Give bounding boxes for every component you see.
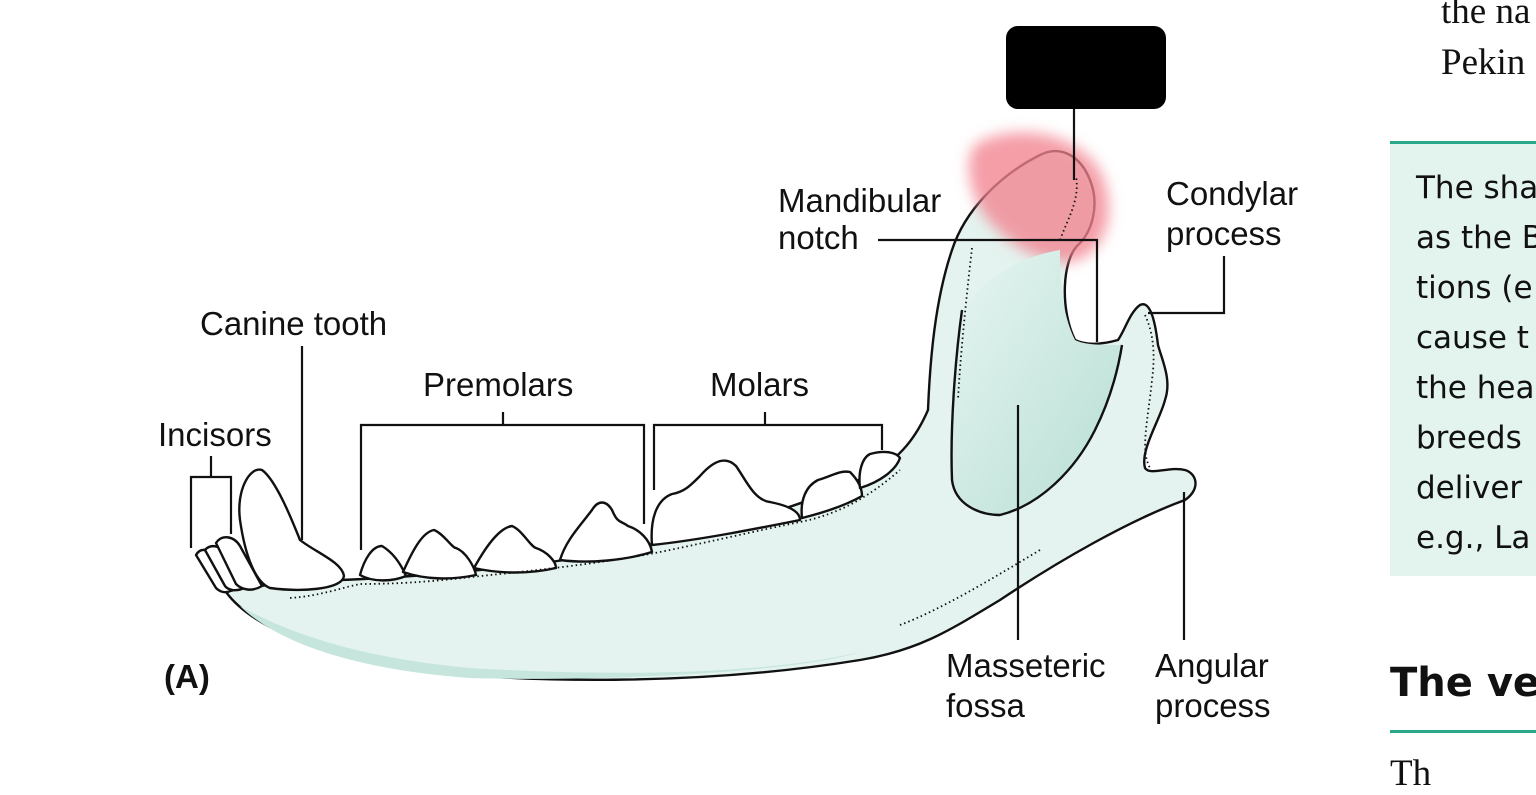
premolar-1 <box>358 544 408 582</box>
incisors-label: Incisors <box>158 416 272 453</box>
ventral-shade <box>240 606 860 679</box>
panel-label: (A) <box>164 658 210 695</box>
angular-process-label-line2: process <box>1155 687 1271 724</box>
redaction-box <box>1006 26 1166 109</box>
molars-label: Molars <box>710 366 809 403</box>
section-rule <box>1390 730 1536 733</box>
premolars-label: Premolars <box>423 366 573 403</box>
molar-2 <box>800 470 864 520</box>
note-line: deliver <box>1416 470 1523 506</box>
note-box: The sha as the B tions (e cause t the he… <box>1390 141 1536 576</box>
masseteric-fossa-label-line2: fossa <box>946 687 1026 724</box>
dotted-condyle <box>1144 314 1155 469</box>
canine-tooth-label: Canine tooth <box>200 305 387 342</box>
molar-3 <box>858 450 902 490</box>
body-text-line: the na <box>1441 0 1531 32</box>
fossa-edge <box>950 309 1124 517</box>
note-line: cause t <box>1416 320 1529 356</box>
note-line: as the B <box>1416 220 1536 256</box>
incisor-3 <box>214 536 264 591</box>
note-line: The sha <box>1416 170 1536 206</box>
angular-process-label-line1: Angular <box>1155 647 1269 684</box>
condylar-process-label-line2: process <box>1166 215 1282 252</box>
mandibular-notch-label-line2: notch <box>778 219 859 256</box>
mandibular-notch-leader <box>878 238 1099 342</box>
premolar-4 <box>558 501 654 563</box>
note-line: e.g., La <box>1416 520 1531 556</box>
masseteric-fossa-shade <box>951 250 1122 515</box>
premolar-3 <box>472 524 558 574</box>
premolar-2 <box>401 528 478 580</box>
mandible-diagram: Mandibular notch Condylar process Canine… <box>158 26 1298 724</box>
dotted-ramus <box>957 247 973 401</box>
molars-bracket <box>652 423 884 490</box>
mandibular-notch-label-line1: Mandibular <box>778 182 941 219</box>
molar-1 <box>650 459 802 547</box>
condylar-process-label-line1: Condylar <box>1166 175 1298 212</box>
masseteric-fossa-label-line1: Masseteric <box>946 647 1106 684</box>
note-line: the hea <box>1416 370 1535 406</box>
body-text-bottom: Th <box>1390 753 1432 794</box>
canine-tooth <box>238 468 346 592</box>
note-line: breeds <box>1416 420 1522 456</box>
section-heading: The ve <box>1390 660 1536 706</box>
body-text-top: the na Pekin <box>1441 0 1536 88</box>
body-text-line: Pekin <box>1441 42 1526 83</box>
mandible-bone <box>224 150 1197 682</box>
note-line: tions (e <box>1416 270 1533 306</box>
condylar-process-leader <box>1148 256 1226 315</box>
